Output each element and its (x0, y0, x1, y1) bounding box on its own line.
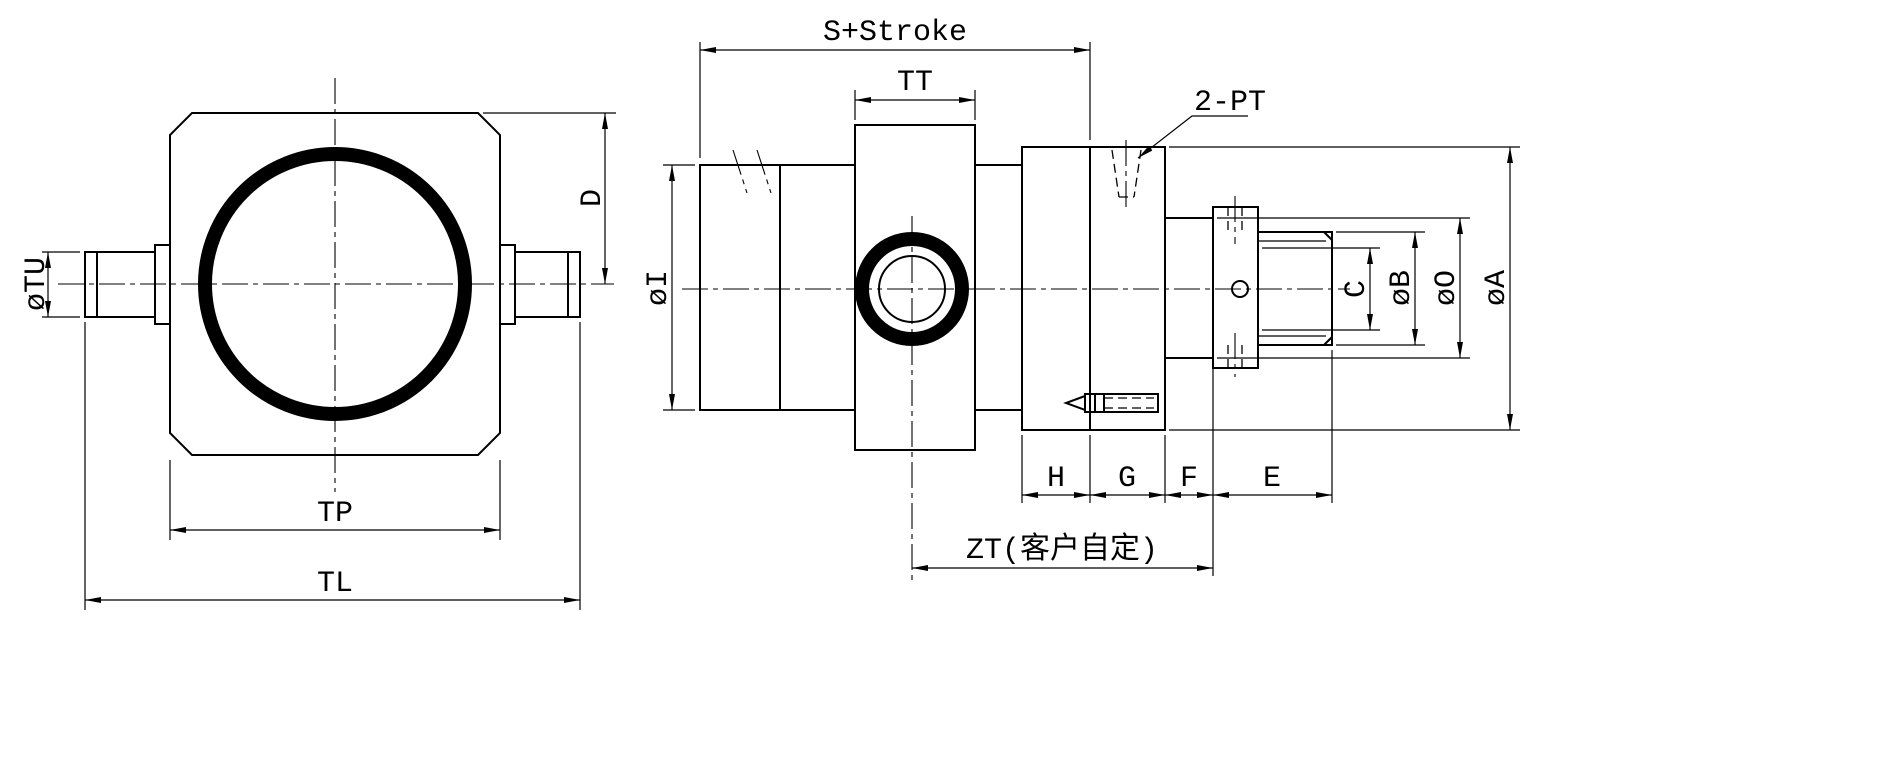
rod-flange (1212, 196, 1259, 377)
front-view-dimensions: øTU D TP TL (20, 112, 616, 610)
bleed-valve (1063, 393, 1159, 413)
dim-label-s-stroke: S+Stroke (823, 16, 967, 50)
dim-label-zt: ZT(客户自定) (966, 532, 1158, 568)
pt-port-hidden (1111, 140, 1142, 208)
dim-label-tt: TT (897, 66, 933, 100)
front-body-outline (169, 112, 501, 456)
gland-neck (974, 164, 1023, 411)
dim-label-h: H (1047, 462, 1065, 496)
dim-label-c: C (1340, 280, 1374, 298)
dim-label-g: G (1118, 462, 1136, 496)
dim-label-e: E (1263, 462, 1281, 496)
label-2pt: 2-PT (1194, 86, 1266, 120)
spigot-section (1164, 217, 1214, 359)
dim-label-tp: TP (317, 497, 353, 531)
side-view-dimensions: S+Stroke TT 2-PT øI H G F E ZT(客户自定) (642, 16, 1520, 576)
dim-label-d: D (576, 189, 610, 207)
dim-label-f: F (1180, 462, 1198, 496)
cylinder-tube (699, 164, 856, 411)
dim-label-tu: øTU (20, 257, 54, 311)
dim-label-tl: TL (317, 567, 353, 601)
front-view (58, 78, 614, 492)
dim-label-a: øA (1480, 270, 1514, 306)
dim-label-o: øO (1430, 270, 1464, 306)
side-view (682, 124, 1350, 582)
dim-label-i: øI (642, 270, 676, 306)
dim-label-b: øB (1385, 270, 1419, 306)
